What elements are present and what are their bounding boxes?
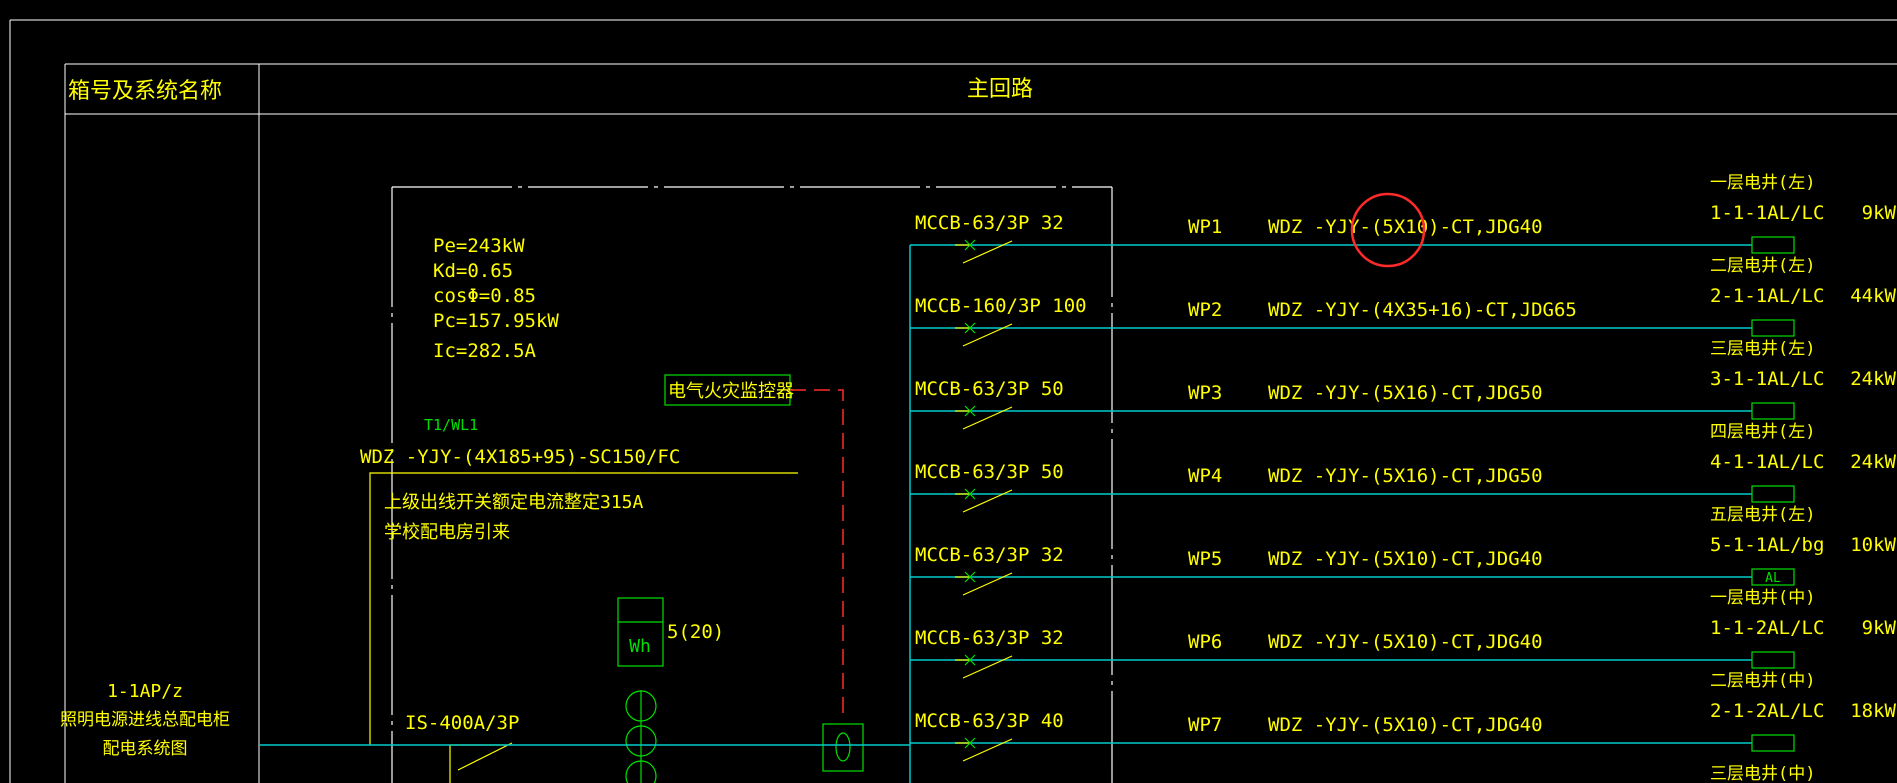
breaker-cross: [964, 239, 976, 251]
circuit-breaker-label: MCCB-63/3P 32: [915, 212, 1064, 234]
incoming-note2: 学校配电房引来: [384, 522, 510, 543]
breaker-cross: [964, 488, 976, 500]
current-transformers: [625, 690, 657, 783]
circuit-breaker-label: MCCB-63/3P 40: [915, 710, 1064, 732]
distribution-box: [1751, 651, 1795, 669]
circuit-floor: 四层电井(左): [1710, 422, 1815, 442]
col1-title: 箱号及系统名称: [68, 79, 222, 104]
circuit-destination: 1-1-1AL/LC: [1710, 202, 1824, 224]
incoming-circuit: T1/WL1: [424, 416, 478, 434]
distribution-box: [1751, 236, 1795, 254]
circuit-cable: WDZ -YJY-(5X16)-CT,JDG50: [1268, 382, 1543, 404]
circuit-id: WP6: [1188, 631, 1222, 653]
panel-desc: 配电系统图: [103, 739, 188, 759]
circuit-floor: 二层电井(左): [1710, 256, 1815, 276]
circuit-destination: 3-1-1AL/LC: [1710, 368, 1824, 390]
breaker-cross: [964, 322, 976, 334]
calc-ic: Ic=282.5A: [433, 340, 537, 362]
spd-symbol: [835, 732, 851, 762]
panel-name: 照明电源进线总配电柜: [60, 710, 230, 730]
highlight-circle: [1350, 192, 1426, 268]
circuit-destination: 1-1-2AL/LC: [1710, 617, 1824, 639]
circuit-destination: 2-1-2AL/LC: [1710, 700, 1824, 722]
circuit-cable: WDZ -YJY-(5X10)-CT,JDG40: [1268, 631, 1543, 653]
circuit-breaker-label: MCCB-160/3P 100: [915, 295, 1087, 317]
table-frame: [9, 19, 1897, 783]
distribution-box: [1751, 319, 1795, 337]
circuit-floor: 一层电井(左): [1710, 173, 1815, 193]
distribution-box: [1751, 734, 1795, 752]
circuit-floor: 一层电井(中): [1710, 588, 1815, 608]
circuit-cable: WDZ -YJY-(5X16)-CT,JDG50: [1268, 465, 1543, 487]
circuit-id: WP1: [1188, 216, 1222, 238]
meter-rating: 5(20): [667, 621, 724, 643]
circuit-id: WP7: [1188, 714, 1222, 736]
distribution-box: [1751, 568, 1795, 586]
circuit-destination: 2-1-1AL/LC: [1710, 285, 1824, 307]
circuit-id: WP3: [1188, 382, 1222, 404]
incoming-leader: [369, 472, 798, 745]
meter-box: [617, 597, 664, 667]
circuit-id: WP5: [1188, 548, 1222, 570]
breaker-blade: [962, 655, 1013, 679]
breaker-cross: [964, 405, 976, 417]
circuit-destination: 4-1-1AL/LC: [1710, 451, 1824, 473]
circuit-cable: WDZ -YJY-(5X10)-CT,JDG40: [1268, 548, 1543, 570]
circuit-power: 44kW: [1850, 285, 1896, 307]
breaker-blade: [962, 572, 1013, 596]
circuit-floor: 三层电井(左): [1710, 339, 1815, 359]
distribution-box: [1751, 485, 1795, 503]
circuit-breaker-label: MCCB-63/3P 50: [915, 378, 1064, 400]
circuit-breaker-label: MCCB-63/3P 50: [915, 461, 1064, 483]
incoming-cable: WDZ -YJY-(4X185+95)-SC150/FC: [360, 446, 680, 468]
breaker-blade: [962, 323, 1013, 347]
circuit-floor: 二层电井(中): [1710, 671, 1815, 691]
circuit-cable: WDZ -YJY-(5X10)-CT,JDG40: [1268, 714, 1543, 736]
panel-id: 1-1AP/z: [107, 681, 183, 702]
circuit-breaker-label: MCCB-63/3P 32: [915, 627, 1064, 649]
circuit-destination: 5-1-1AL/bg: [1710, 534, 1824, 556]
fire-monitor-label: 电气火灾监控器: [668, 381, 794, 402]
cabinet-outline: [391, 186, 1113, 783]
distribution-box-label: AL: [1765, 571, 1781, 586]
circuit-cable: WDZ -YJY-(5X10)-CT,JDG40: [1268, 216, 1543, 238]
circuit-power: 9kW: [1862, 617, 1897, 639]
calc-pc: Pc=157.95kW: [433, 310, 559, 332]
circuit-power: 9kW: [1862, 202, 1897, 224]
incoming-note1: 上级出线开关额定电流整定315A: [384, 492, 644, 513]
circuit-power: 24kW: [1850, 368, 1896, 390]
breaker-cross: [964, 654, 976, 666]
circuit-cable: WDZ -YJY-(4X35+16)-CT,JDG65: [1268, 299, 1577, 321]
meter-label: Wh: [629, 636, 651, 657]
circuit-power: 18kW: [1850, 700, 1896, 722]
calc-pe: Pe=243kW: [433, 235, 525, 257]
breaker-blade: [962, 240, 1013, 264]
col2-title: 主回路: [967, 77, 1033, 102]
circuit-id: WP4: [1188, 465, 1222, 487]
breaker-cross: [964, 571, 976, 583]
breaker-blade: [962, 489, 1013, 513]
distribution-box: [1751, 402, 1795, 420]
load-calculation: Pe=243kW Kd=0.65 cosΦ=0.85 Pc=157.95kW I…: [433, 235, 559, 362]
breaker-blade: [962, 738, 1013, 762]
breaker-cross: [964, 737, 976, 749]
breaker-blade: [962, 406, 1013, 430]
spd-box: [822, 723, 864, 772]
fire-monitor-signal: [790, 389, 844, 720]
circuit-breaker-label: MCCB-63/3P 32: [915, 544, 1064, 566]
circuit-power: 24kW: [1850, 451, 1896, 473]
circuit-power: 10kW: [1850, 534, 1896, 556]
circuit-floor: 五层电井(左): [1710, 505, 1815, 525]
main-switch-symbol: [449, 742, 513, 783]
trailing-floor: 三层电井(中): [1710, 764, 1815, 783]
circuit-id: WP2: [1188, 299, 1222, 321]
main-switch-label: IS-400A/3P: [405, 712, 519, 734]
calc-kd: Kd=0.65: [433, 260, 513, 282]
calc-cos: cosΦ=0.85: [433, 285, 536, 307]
